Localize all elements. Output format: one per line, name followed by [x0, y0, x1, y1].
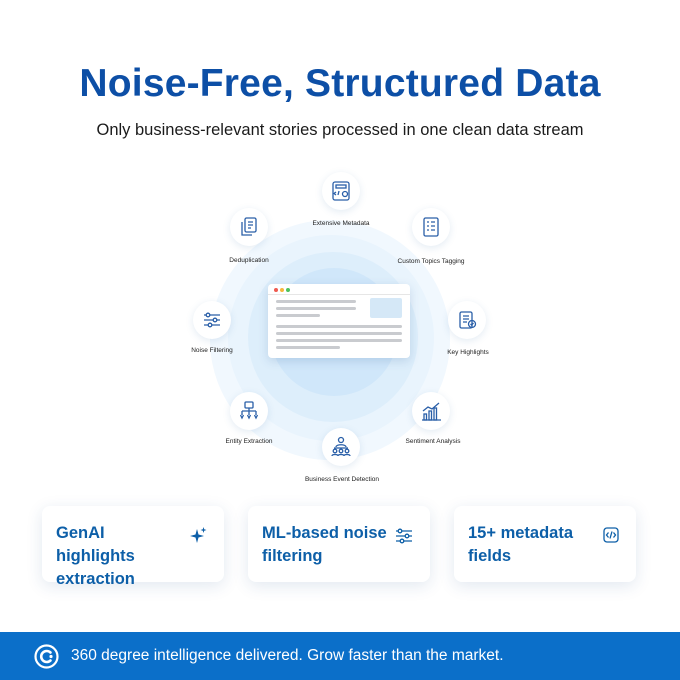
- feature-card-ml: ML-based noise filtering: [248, 506, 430, 582]
- node-label: Business Event Detection: [304, 476, 380, 483]
- checklist-icon: [412, 208, 450, 246]
- node-label: Noise Filtering: [191, 347, 233, 354]
- feature-text: 15+ metadata fields: [468, 524, 574, 565]
- feature-card-genai: GenAI highlights extraction: [42, 506, 224, 588]
- code-file-icon: [602, 526, 620, 549]
- duplicate-document-icon: [230, 208, 268, 246]
- footer-text: 360 degree intelligence delivered. Grow …: [71, 647, 504, 664]
- browser-window-illustration: [268, 284, 410, 358]
- sparkle-icon: [188, 526, 208, 551]
- bar-chart-trend-icon: [412, 392, 450, 430]
- footer-banner: 360 degree intelligence delivered. Grow …: [0, 632, 680, 680]
- feature-text: ML-based noise filtering: [262, 524, 387, 565]
- node-label: Deduplication: [229, 257, 269, 264]
- page-title: Noise-Free, Structured Data: [79, 62, 601, 105]
- sliders-icon: [394, 526, 414, 551]
- node-label: Custom Topics Tagging: [397, 258, 465, 265]
- feature-card-metadata: 15+ metadata fields: [454, 506, 636, 582]
- presenter-group-icon: [322, 428, 360, 466]
- node-label: Extensive Metadata: [312, 220, 370, 227]
- node-label: Entity Extraction: [225, 438, 273, 445]
- metadata-document-icon: [322, 172, 360, 210]
- extraction-tree-icon: [230, 392, 268, 430]
- sliders-icon: [193, 301, 231, 339]
- node-label: Key Highlights: [447, 349, 489, 356]
- highlight-document-icon: [448, 301, 486, 339]
- capabilities-diagram: Extensive Metadata Custom Topics Tagging…: [0, 160, 680, 500]
- page-subtitle: Only business-relevant stories processed…: [96, 121, 584, 139]
- node-label: Sentiment Analysis: [405, 438, 461, 445]
- brand-logo-icon: [34, 644, 59, 669]
- feature-text: GenAI highlights extraction: [56, 524, 135, 588]
